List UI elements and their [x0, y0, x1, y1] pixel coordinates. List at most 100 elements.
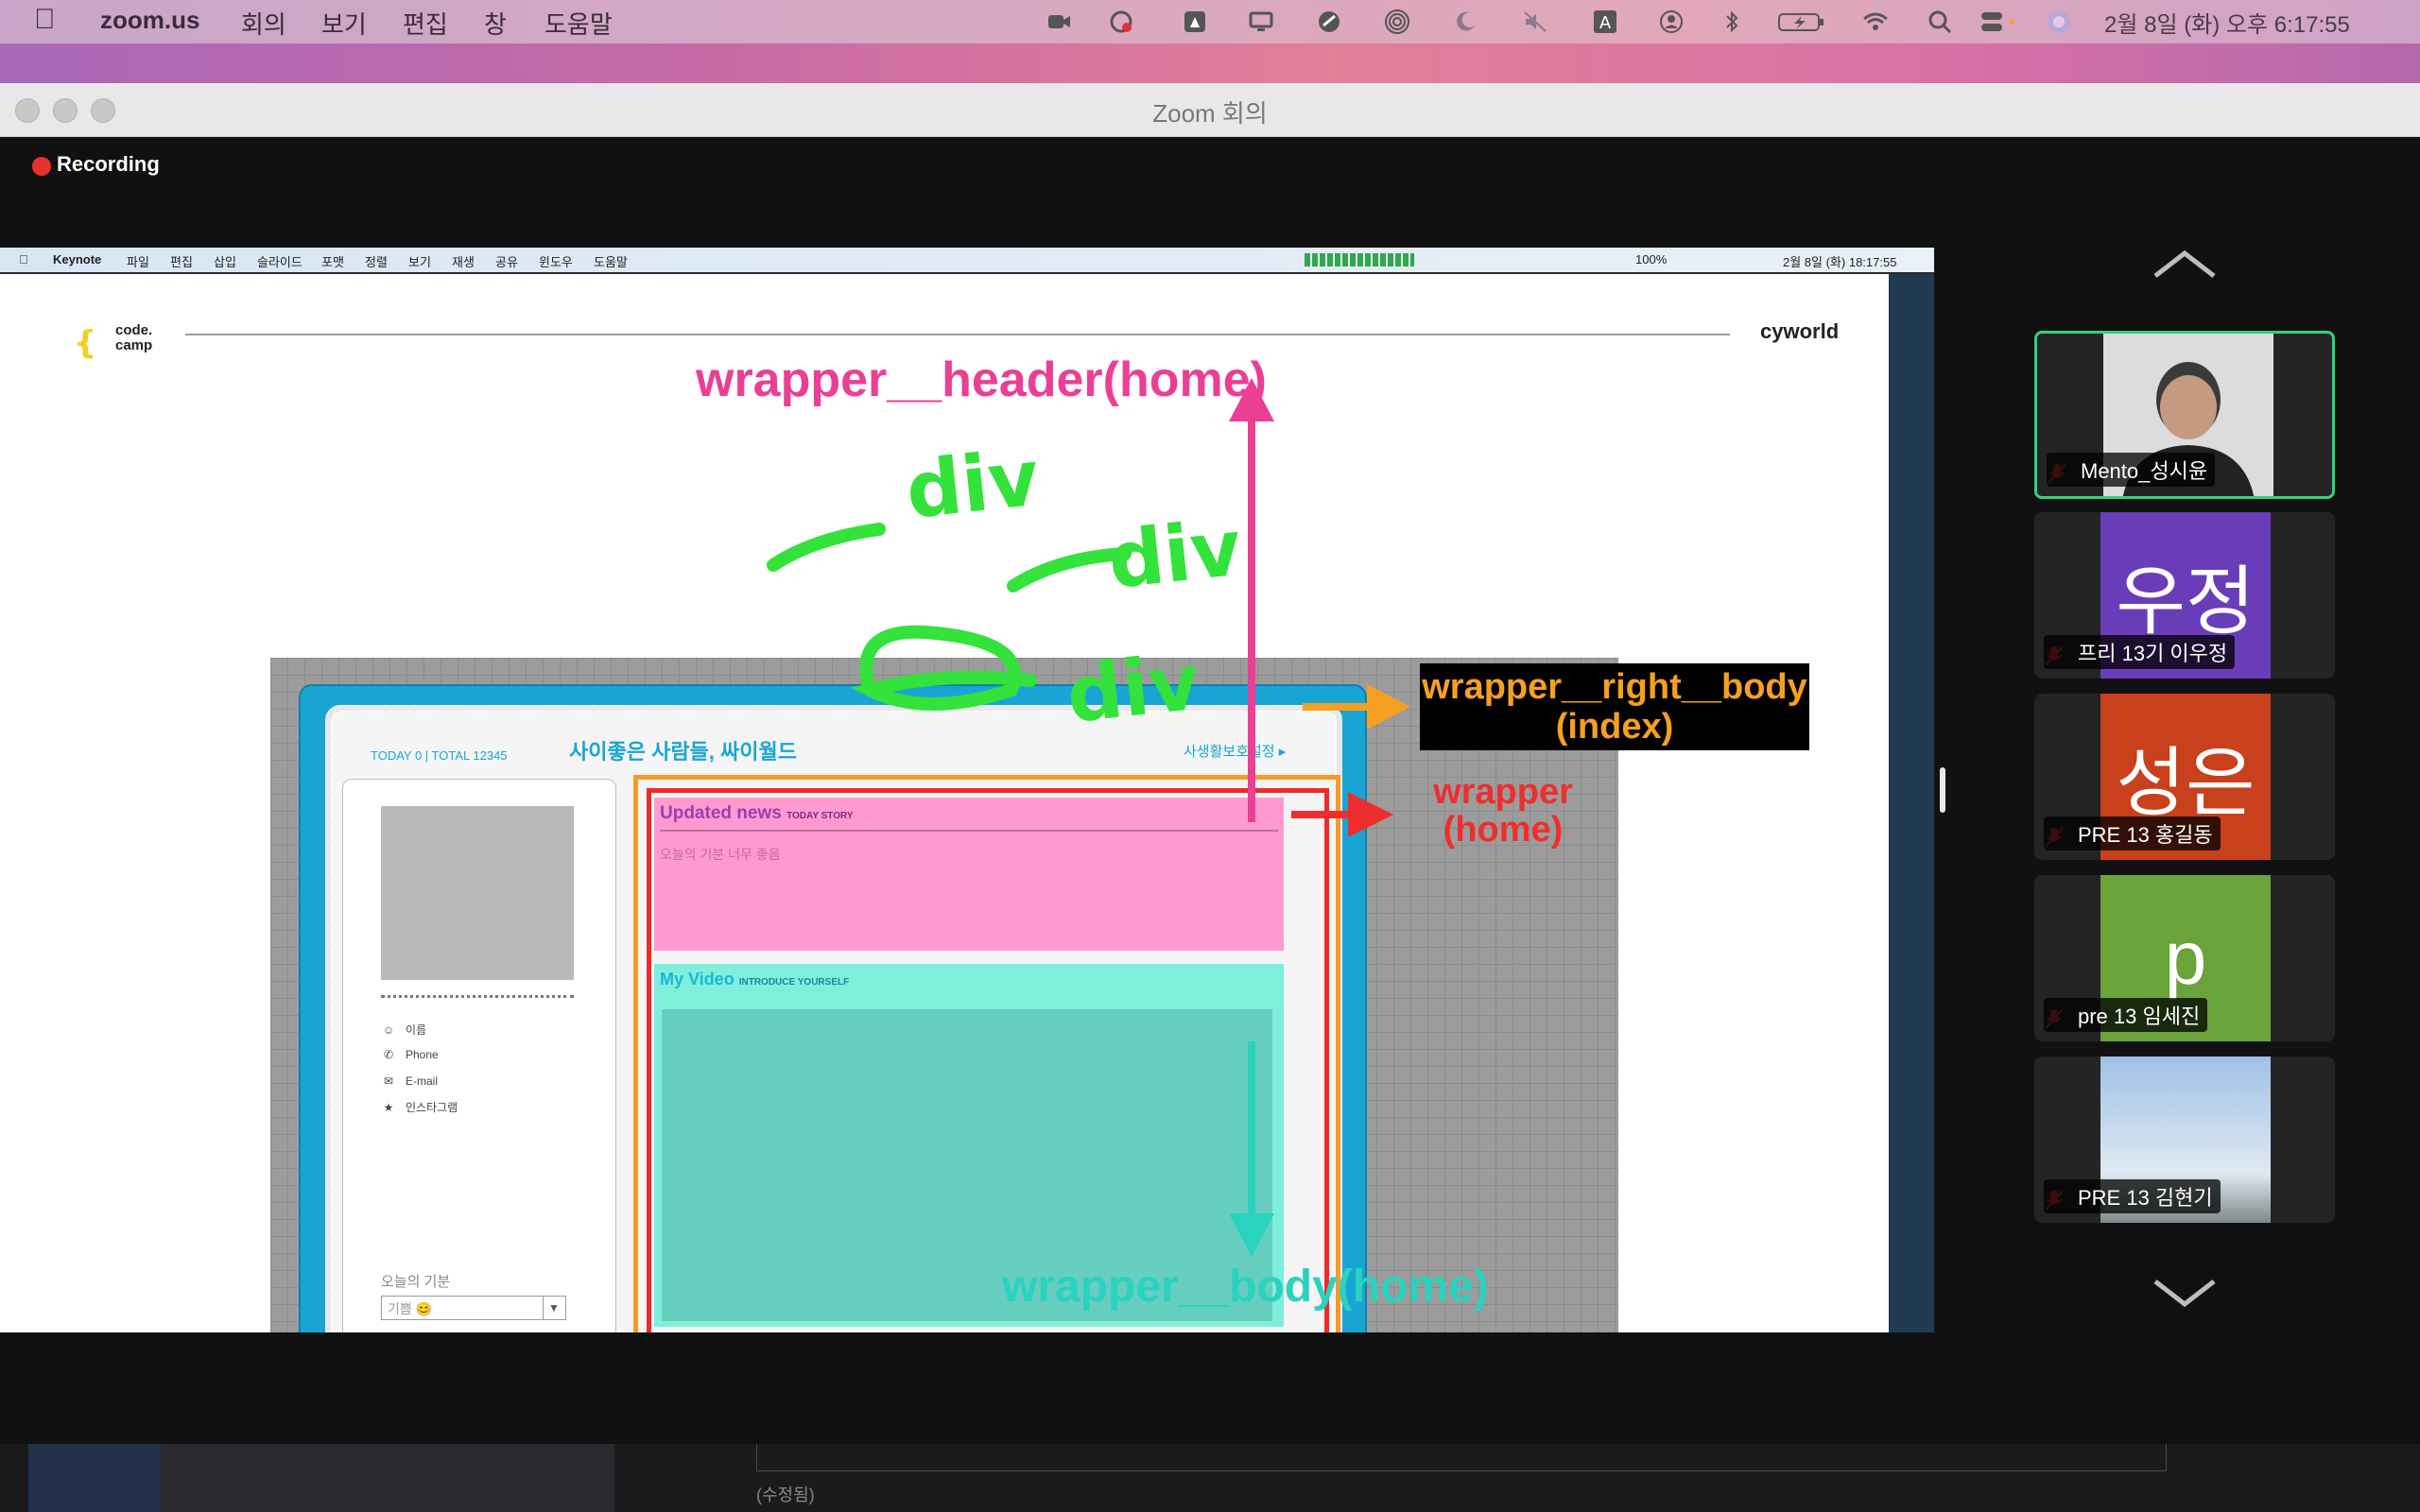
keynote-battery-status: 100%: [1635, 252, 1668, 266]
mockup-inner: TODAY 0 | TOTAL 12345 사이좋은 사람들, 싸이월드 사생활…: [325, 705, 1342, 1332]
shared-screen:  Keynote 파일 편집 삽입 슬라이드 포맷 정렬 보기 재생 공유 윈…: [0, 248, 1934, 1332]
battery-icon[interactable]: [1777, 9, 1826, 35]
profile-row-name: ☺이름: [381, 1022, 426, 1038]
news-text: 오늘의 기분 너무 좋음: [660, 847, 781, 862]
participant-name: PRE 13 홍길동: [2044, 816, 2221, 850]
chevron-down-icon[interactable]: [2152, 1278, 2218, 1310]
right-body-arrowhead: [1367, 684, 1410, 730]
profile-row-label: Phone: [406, 1048, 439, 1061]
header-rule: [185, 334, 1730, 335]
participant-tile[interactable]: 성은 PRE 13 홍길동: [2034, 694, 2335, 860]
zoom-video-icon[interactable]: [1046, 9, 1072, 35]
mail-icon: ✉: [383, 1074, 394, 1088]
wrapper-outline: [647, 788, 1329, 1332]
siri-icon[interactable]: [2046, 9, 2072, 35]
menu-item-window[interactable]: 창: [484, 10, 507, 39]
mockup-today-counter: TODAY 0 | TOTAL 12345: [371, 748, 508, 763]
participant-tile[interactable]: 우정 프리 13기 이우정: [2034, 512, 2335, 679]
profile-row-phone: ✆ Phone: [381, 1048, 439, 1061]
keynote-menubar:  Keynote 파일 편집 삽입 슬라이드 포맷 정렬 보기 재생 공유 윈…: [0, 248, 1934, 272]
annotation-div-2: div: [1104, 504, 1245, 607]
keynote-menu-item: 삽입: [214, 255, 236, 269]
star-icon: ★: [383, 1101, 394, 1114]
label-line: (home): [1443, 810, 1564, 850]
moon-icon[interactable]: [1452, 9, 1478, 35]
profile-row-email: ✉ E-mail: [381, 1074, 438, 1088]
mockup-title: 사이좋은 사람들, 싸이월드: [569, 740, 797, 764]
green-stroke: [1007, 547, 1132, 593]
label-wrapper: wrapper (home): [1418, 773, 1588, 849]
smile-icon: ☺: [382, 1023, 395, 1037]
edited-label: (수정됨): [756, 1486, 815, 1504]
desktop-wallpaper: [0, 43, 2420, 85]
menubar-clock[interactable]: 2월 8일 (화) 오후 6:17:55: [2104, 12, 2350, 38]
apple-icon[interactable]: : [34, 4, 56, 36]
mute-icon[interactable]: [1522, 9, 1548, 35]
drive-icon[interactable]: [1182, 9, 1208, 35]
keynote-menu-item: 정렬: [365, 255, 388, 269]
wifi-icon[interactable]: [1862, 9, 1889, 35]
background-sidebar: [28, 1444, 161, 1512]
cyworld-mockup: TODAY 0 | TOTAL 12345 사이좋은 사람들, 싸이월드 사생활…: [270, 658, 1618, 1332]
green-stroke: [767, 523, 886, 572]
label-line: (index): [1555, 707, 1674, 747]
participant-name: PRE 13 김현기: [2044, 1179, 2221, 1213]
chevron-down-icon: ▼: [543, 1297, 564, 1319]
menu-item-view[interactable]: 보기: [321, 10, 367, 39]
display-icon[interactable]: [1248, 9, 1274, 35]
profile-row-instagram: ★ 인스타그램: [381, 1099, 458, 1115]
menu-item-edit[interactable]: 편집: [403, 10, 448, 39]
keynote-menu-item: 파일: [127, 255, 149, 269]
participant-name: 프리 13기 이우정: [2044, 635, 2236, 669]
user-icon[interactable]: [1658, 9, 1685, 35]
participant-name: pre 13 임세진: [2044, 998, 2208, 1032]
window-title: Zoom 회의: [1152, 99, 1268, 128]
background-app-area: (수정됨): [0, 1444, 2420, 1512]
label-line: wrapper: [1433, 772, 1573, 812]
menu-item-help[interactable]: 도움말: [544, 10, 613, 39]
video-placeholder: [662, 1009, 1272, 1321]
body-arrowhead: [1229, 1213, 1274, 1257]
screen-share-icon[interactable]: [1108, 9, 1134, 35]
bluetooth-icon[interactable]: [1719, 9, 1745, 35]
profile-row-label: 인스타그램: [406, 1101, 458, 1114]
participant-tile[interactable]: PRE 13 김현기: [2034, 1057, 2335, 1223]
annotation-div-3: div: [1063, 638, 1203, 741]
macos-menubar:  zoom.us 회의 보기 편집 창 도움말 A 2월 8일 (화) 오후 …: [0, 0, 2420, 43]
phone-icon: ✆: [383, 1048, 394, 1061]
keynote-clock: 2월 8일 (화) 18:17:55: [1783, 255, 1897, 269]
profile-row-label: E-mail: [406, 1074, 439, 1088]
annotation-div-1: div: [902, 434, 1043, 537]
cpu-meter: [1305, 253, 1414, 266]
minimize-window-button[interactable]: [53, 98, 78, 123]
close-window-button[interactable]: [15, 98, 40, 123]
profile-divider: [381, 995, 574, 998]
zoom-window: Zoom 회의 Recording  Keynote 파일 편집 삽입 슬라이…: [0, 83, 2420, 1444]
keynote-menu-item: 슬라이드: [257, 255, 302, 269]
presentation-slide: { } code. camp cyworld wrapper__header(h…: [0, 274, 1889, 1332]
menu-app-name[interactable]: zoom.us: [100, 6, 200, 34]
keynote-menu-item: 도움말: [594, 255, 628, 269]
keynote-menu-item: 윈도우: [539, 255, 573, 269]
input-source-icon[interactable]: A: [1592, 9, 1618, 35]
participant-name: Mento_성시윤: [2047, 453, 2216, 487]
keynote-menu-item: 편집: [170, 255, 193, 269]
logo-text-line2: camp: [115, 337, 153, 353]
zoom-window-button[interactable]: [91, 98, 115, 123]
brand-label: cyworld: [1760, 319, 1840, 343]
label-wrapper-header: wrapper__header(home): [696, 352, 1267, 407]
no-entry-icon[interactable]: [1316, 9, 1342, 35]
mockup-frame: TODAY 0 | TOTAL 12345 사이좋은 사람들, 싸이월드 사생활…: [299, 684, 1367, 1332]
recording-status[interactable]: Recording: [57, 152, 160, 176]
green-stroke: [850, 625, 1037, 711]
logo-text-line1: code.: [115, 322, 153, 338]
panel-resize-handle[interactable]: [1940, 767, 1945, 813]
airdrop-icon[interactable]: [1384, 9, 1410, 35]
search-icon[interactable]: [1927, 9, 1953, 35]
participant-tile[interactable]: p pre 13 임세진: [2034, 875, 2335, 1041]
chevron-up-icon[interactable]: [2152, 248, 2218, 280]
menu-item-meeting[interactable]: 회의: [241, 10, 286, 39]
participant-tile[interactable]: Mento_성시윤: [2034, 331, 2335, 499]
label-right-body-bg: [1420, 663, 1809, 750]
control-center-icon[interactable]: [1979, 9, 2017, 35]
